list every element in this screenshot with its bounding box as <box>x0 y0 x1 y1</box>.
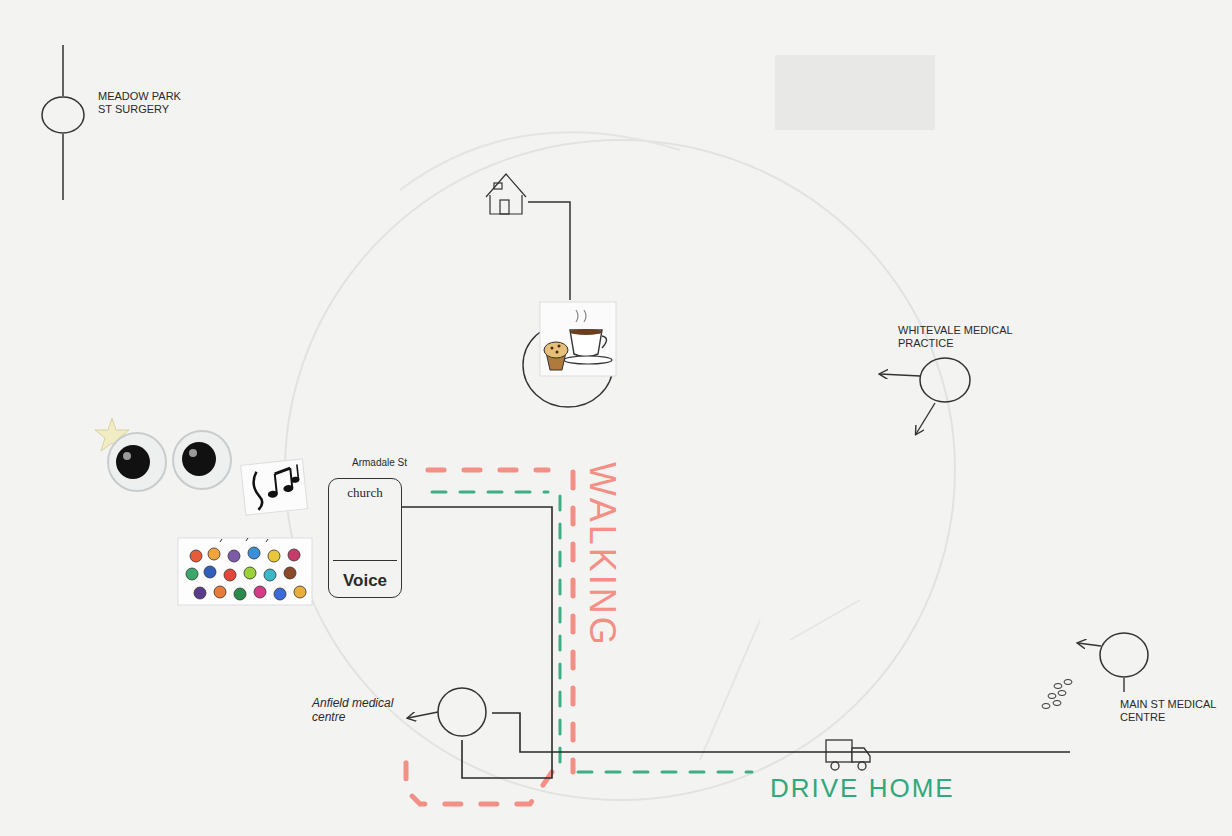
route-label: WALKING <box>582 462 622 648</box>
road-line <box>1123 678 1124 692</box>
direction-arrow <box>1078 643 1101 646</box>
location-circle <box>920 358 970 402</box>
street-name: Armadale St <box>352 457 407 468</box>
location-circle <box>438 688 486 736</box>
walking-route <box>406 470 573 804</box>
medical-centre-circle: MAIN ST MEDICAL CENTRE <box>1070 628 1228 756</box>
faint-stroke <box>400 132 680 190</box>
node-outline <box>1070 628 1228 756</box>
footprints-icon <box>1042 680 1072 709</box>
path-line <box>528 202 570 300</box>
direction-arrow <box>408 712 438 718</box>
faint-stroke <box>700 600 860 760</box>
place-label: MAIN ST MEDICAL CENTRE <box>1120 698 1226 724</box>
road-line <box>62 134 64 200</box>
road-line <box>62 45 64 96</box>
route-line <box>402 507 552 778</box>
box-body: Voice <box>333 560 397 591</box>
faint-circle <box>285 140 955 800</box>
house-icon <box>486 174 526 214</box>
truck-icon <box>826 740 870 770</box>
route-line <box>492 713 1070 752</box>
music-sticker <box>241 459 308 515</box>
church-box: churchVoice <box>328 478 402 598</box>
practice-circle: WHITEVALE MEDICAL PRACTICE <box>878 322 1040 414</box>
faint-patch <box>775 55 935 130</box>
route-label: DRIVE HOME <box>770 774 955 803</box>
coffee-sticker <box>540 302 616 376</box>
place-label: Anfield medical centre <box>312 696 402 725</box>
direction-arrow <box>916 403 935 434</box>
location-circle <box>42 97 84 133</box>
medical-centre-circle: Anfield medical centre <box>312 686 492 740</box>
surgery-circle: MEADOW PARK ST SURGERY <box>42 86 192 142</box>
place-label: MEADOW PARK ST SURGERY <box>98 90 190 116</box>
place-label: WHITEVALE MEDICAL PRACTICE <box>898 324 1038 350</box>
googly-eyes <box>108 431 231 491</box>
choir-sticker <box>178 538 312 605</box>
box-heading: church <box>333 485 397 501</box>
location-circle <box>1100 633 1148 677</box>
direction-arrow <box>880 374 920 376</box>
